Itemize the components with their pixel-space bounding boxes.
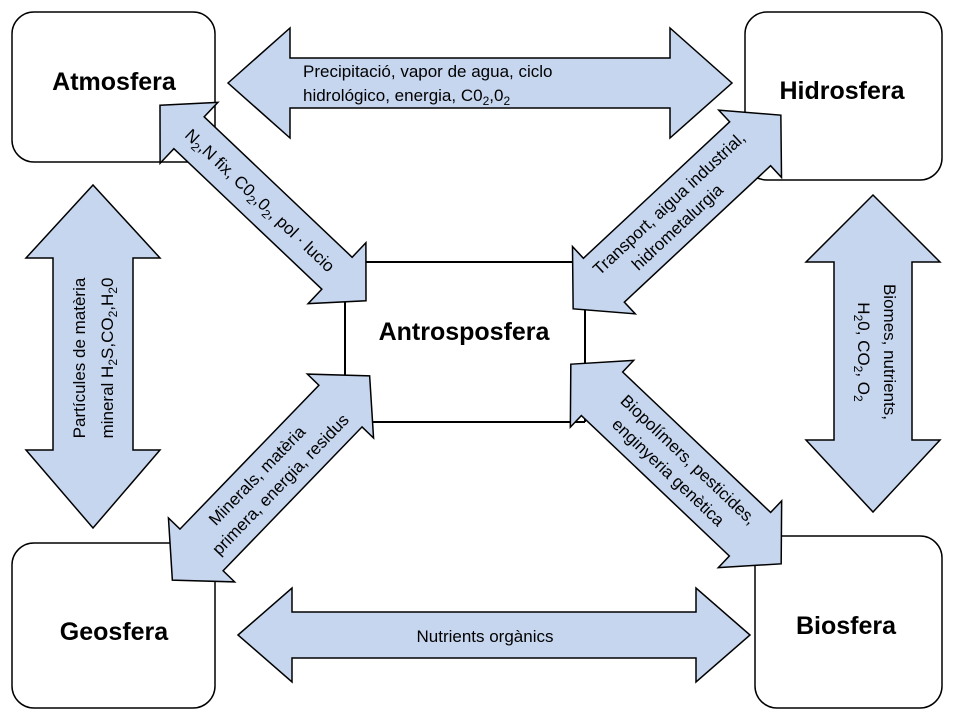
arrow-atmosfera-hidrosfera-label-1: Precipitació, vapor de agua, ciclo [303,62,552,81]
geosfera-box [11,542,216,709]
hidrosfera-title: Hidrosfera [779,77,905,105]
arrow-hidrosfera-biosfera-label: Biomes, nutrients, H20, CO2, O2 [851,284,899,420]
arrow-geosfera-biosfera-label: Nutrients orgànics [416,627,553,646]
antrosposfera-title: Antrosposfera [379,318,551,346]
arrow-atmosfera-geosfera [24,183,162,530]
arrow-geosfera-biosfera [236,586,752,684]
svg-text:Biomes, nutrients,: Biomes, nutrients, [880,284,899,420]
arrow-antrosposfera-biosfera: Biopolímers, pesticides, enginyeria genè… [569,359,783,569]
biosfera-title: Biosfera [796,612,897,640]
arrow-geosfera-antrosposfera: Minerals, matèria primera, energia, resi… [167,373,375,583]
svg-text:Partícules de matèria: Partícules de matèria [70,277,89,438]
arrow-atmosfera-hidrosfera-label-2: hidrológico, energia, C02,02 [303,86,510,108]
svg-text:mineral H2S,CO2,H20: mineral H2S,CO2,H20 [98,278,120,439]
biosfera-box [754,535,943,709]
svg-text:H20, CO2, O2: H20, CO2, O2 [851,302,873,402]
geosfera-title: Geosfera [60,618,169,646]
arrow-atmosfera-antrosposfera-label: N2,N fix, C02,02, pol · lucio [179,125,338,278]
arrow-hidrosfera-biosfera [804,193,942,514]
hidrosfera-box [744,11,943,181]
atmosfera-title: Atmosfera [52,68,177,96]
arrow-atmosfera-hidrosfera [226,26,734,140]
arrow-atmosfera-geosfera-label: Partícules de matèria mineral H2S,CO2,H2… [70,277,120,438]
